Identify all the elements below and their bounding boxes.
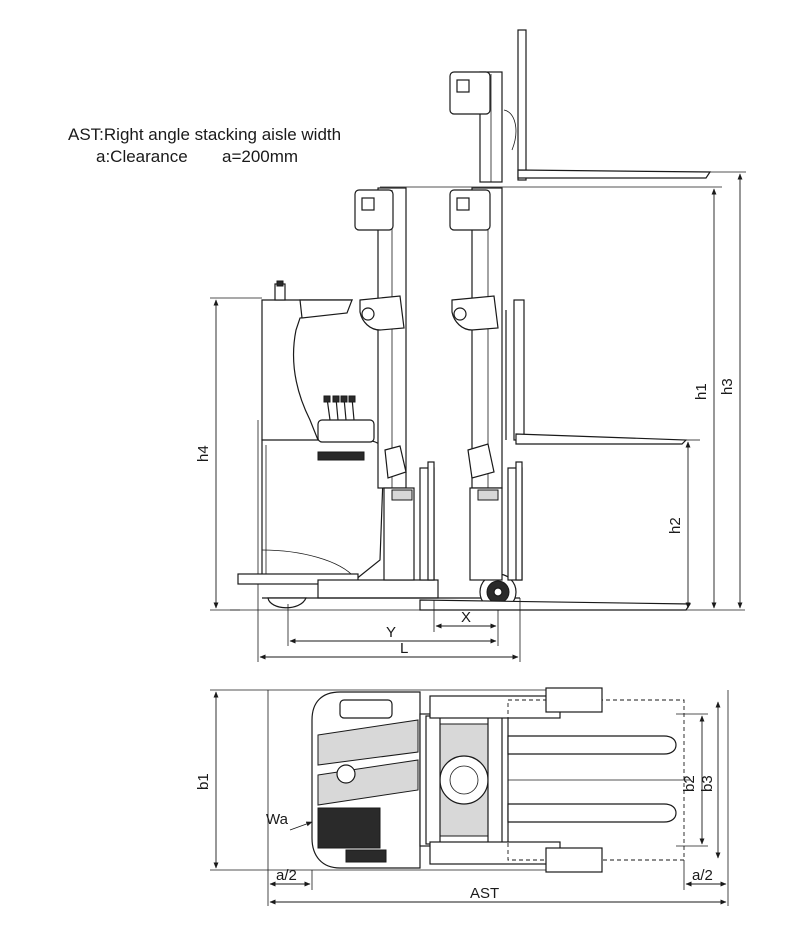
dim-a-half-left: a/2: [269, 867, 313, 890]
dim-h2: h2: [667, 439, 700, 609]
note-clearance-value: a=200mm: [222, 147, 298, 166]
label-b2: b2: [681, 775, 698, 792]
label-b1: b1: [195, 773, 212, 790]
label-h4: h4: [195, 445, 212, 462]
dim-h1: h1: [380, 186, 722, 609]
label-b3: b3: [699, 775, 716, 792]
label-h3: h3: [719, 378, 736, 395]
forks-top: [507, 735, 690, 823]
dim-x: X: [433, 600, 499, 632]
dim-h4: h4: [195, 297, 262, 611]
truck-top-body: [311, 691, 421, 869]
dim-b1: b1: [195, 691, 219, 869]
mast-raised: [449, 29, 712, 183]
mast-reach: [449, 187, 688, 581]
label-y: Y: [386, 624, 396, 641]
side-view: h4 h2 h1 h3 X: [195, 29, 746, 662]
dim-h3: h3: [710, 171, 746, 609]
label-x: X: [461, 609, 471, 626]
dim-ast: AST: [269, 885, 727, 905]
dim-b2: b2: [676, 713, 708, 847]
carriage-top: [419, 695, 561, 865]
dim-b3: b3: [699, 701, 721, 859]
truck-body: [237, 280, 520, 611]
top-view: b1 b2 b3 Wa a/2 a/2: [195, 687, 729, 906]
label-a-half-right: a/2: [692, 867, 713, 884]
dim-a-half-right: a/2: [683, 860, 727, 890]
dim-wa: Wa: [266, 811, 313, 831]
label-h1: h1: [693, 383, 710, 400]
label-ast: AST: [470, 885, 499, 902]
dim-y: Y: [287, 604, 499, 646]
notes: AST:Right angle stacking aisle width a:C…: [68, 125, 341, 166]
note-ast: AST:Right angle stacking aisle width: [68, 125, 341, 144]
dim-l: L: [257, 598, 521, 662]
mast-retracted: [354, 187, 692, 611]
label-l: L: [400, 640, 408, 657]
label-a-half-left: a/2: [276, 867, 297, 884]
label-wa: Wa: [266, 811, 289, 828]
note-clearance: a:Clearance: [96, 147, 188, 166]
label-h2: h2: [667, 517, 684, 534]
